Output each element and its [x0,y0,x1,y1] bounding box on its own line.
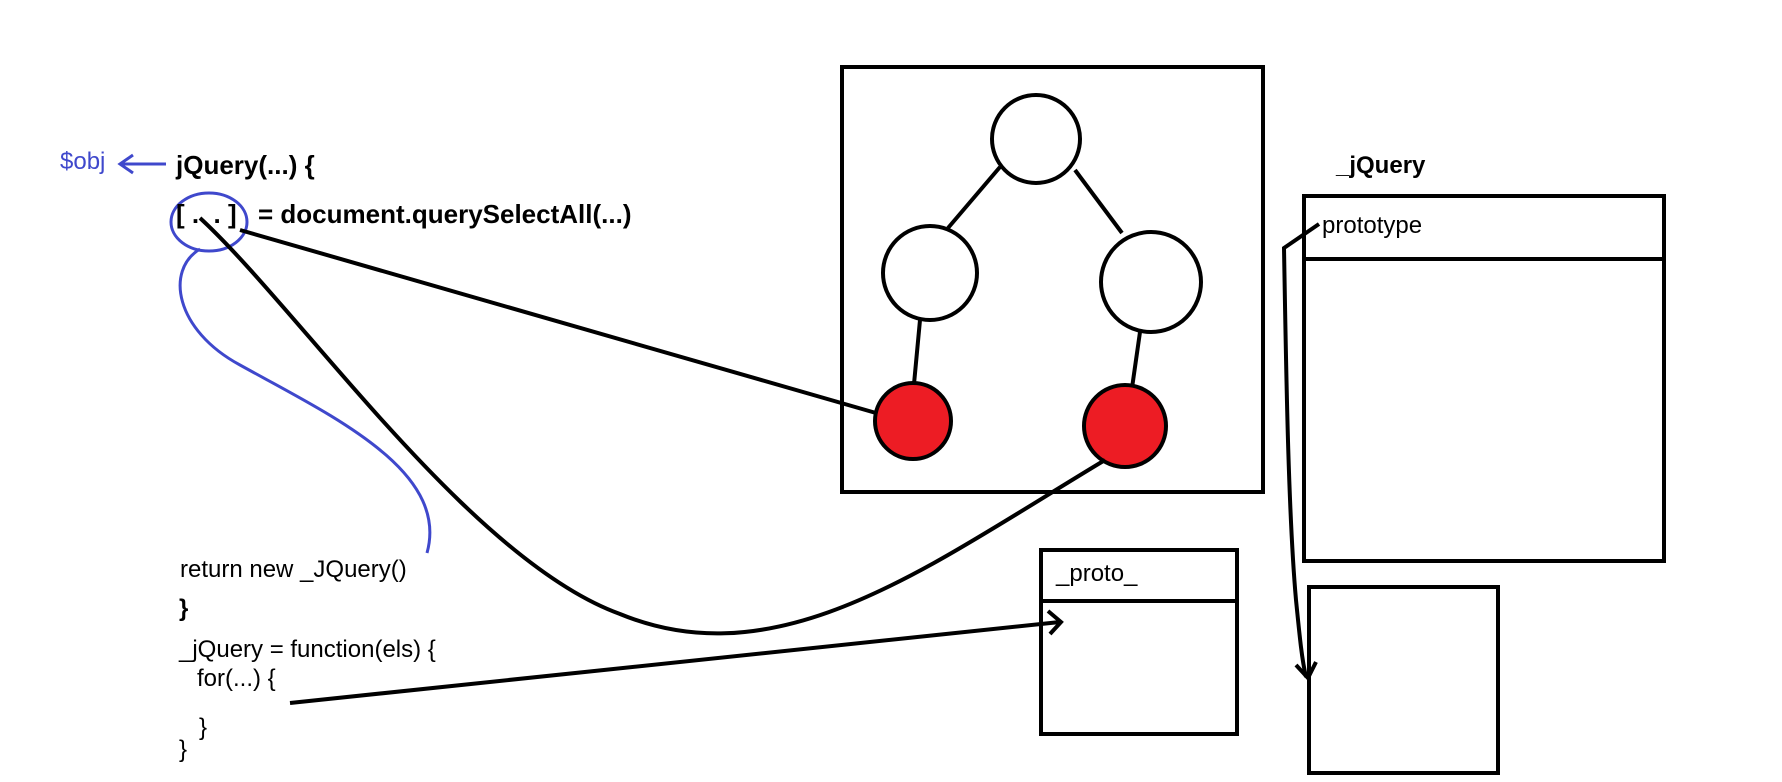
tree-edge [1130,331,1142,389]
tree-node-root [990,93,1082,185]
tree-node-right [1099,230,1203,334]
proto-label: _proto_ [1056,560,1138,587]
definition-close-brace: } [179,736,188,763]
jquery-box-title: _jQuery [1336,152,1426,179]
tree-node-selected-right [1082,383,1168,469]
array-to-left-node-line [239,228,877,415]
array-to-right-node-curve [198,216,1107,636]
proto-box [1039,548,1239,736]
tree-edge [912,319,922,385]
prototype-label: prototype [1322,212,1423,239]
for-to-proto-arrow-head [1046,609,1064,636]
tree-edge [1073,168,1124,235]
tree-node-left [881,224,979,322]
array-placeholder: [ . . ] [176,199,237,229]
array-highlight-circle [169,191,249,253]
obj-label: $obj [60,148,106,175]
prototype-object-box [1307,585,1500,775]
prototype-to-object-arrow [1281,222,1321,678]
return-statement: return new _JQuery() [180,556,407,583]
prototype-arrow-head [1294,661,1318,682]
query-assignment: = document.querySelectAll(...) [258,199,632,229]
jquery-signature: jQuery(...) { [176,150,315,180]
tree-node-selected-left [873,381,953,461]
for-to-proto-arrow-line [289,620,1061,705]
function-close-brace: } [179,595,189,622]
for-loop: for(...) { [197,665,276,692]
for-close-brace: } [199,714,208,741]
jquery-box [1302,194,1666,563]
tree-edge [946,165,1002,230]
return-link-curve [178,247,432,554]
jquery-definition: _jQuery = function(els) { [179,636,436,663]
obj-arrow-head [117,153,134,175]
